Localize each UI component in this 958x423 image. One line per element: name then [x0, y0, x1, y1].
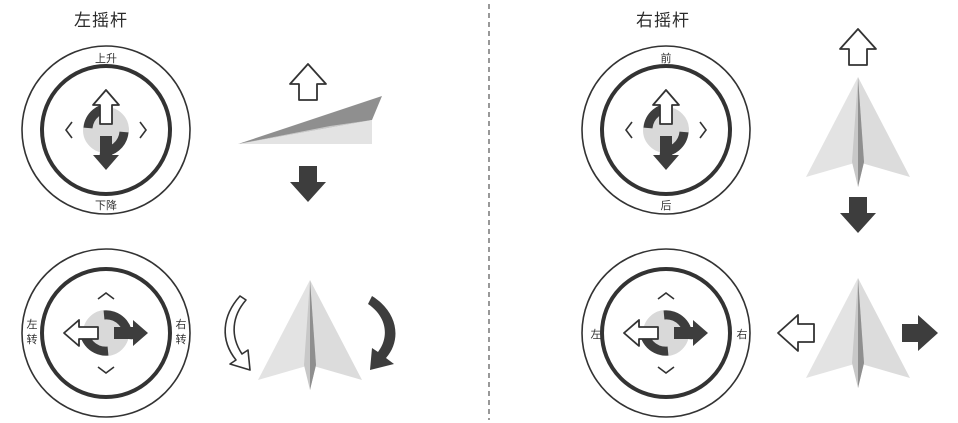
rotate-left-hollow-arrow-icon [224, 295, 251, 371]
label-left-rotate-1: 左 [27, 318, 38, 331]
ascend-hollow-arrow-icon [289, 63, 327, 101]
pitch-plane-icon [806, 77, 910, 187]
roll-plane-icon [806, 278, 910, 388]
roll-left-hollow-arrow-icon [777, 314, 815, 352]
label-backward: 后 [661, 199, 672, 212]
roll-right-solid-arrow-icon [902, 315, 938, 351]
throttle-stick [20, 44, 192, 216]
yaw-stick [20, 247, 192, 419]
label-ascend: 上升 [95, 52, 117, 65]
rotate-right-solid-arrow-icon [368, 296, 396, 370]
label-right-rotate-2: 转 [176, 332, 187, 346]
label-descend: 下降 [95, 198, 117, 212]
backward-solid-arrow-icon [840, 197, 876, 233]
label-roll-left: 左 [591, 328, 602, 341]
label-forward: 前 [661, 51, 672, 65]
descend-solid-arrow-icon [290, 166, 326, 202]
yaw-plane-icon [258, 280, 362, 390]
forward-hollow-arrow-icon [839, 28, 877, 66]
label-roll-right: 右 [737, 327, 748, 341]
roll-stick [580, 247, 752, 419]
side-view-plane-icon [238, 96, 382, 144]
pitch-stick [580, 44, 752, 216]
right-stick-title: 右摇杆 [636, 11, 690, 31]
label-right-rotate-1: 右 [176, 317, 187, 331]
left-stick-title: 左摇杆 [74, 11, 128, 31]
label-left-rotate-2: 转 [27, 332, 38, 346]
